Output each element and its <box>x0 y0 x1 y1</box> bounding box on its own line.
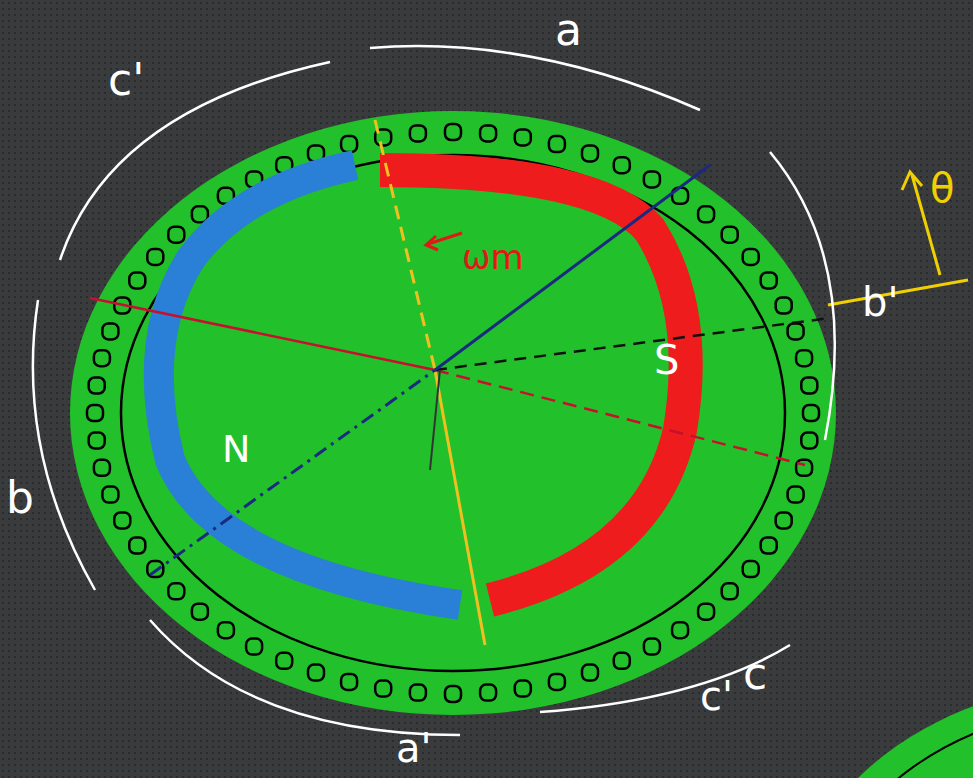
axis <box>430 370 440 470</box>
winding-label: a <box>555 8 582 52</box>
slot <box>776 513 792 529</box>
slot <box>698 604 714 620</box>
slot <box>480 125 496 141</box>
winding-label: θ <box>930 168 954 208</box>
slot <box>776 298 792 314</box>
slot <box>246 639 262 655</box>
stator-slots <box>87 124 819 702</box>
slot <box>480 685 496 701</box>
slot <box>94 350 110 366</box>
air-gap <box>121 155 785 671</box>
slot <box>614 653 630 669</box>
axis <box>90 298 435 370</box>
slot <box>341 136 357 152</box>
brackets <box>33 46 835 735</box>
slot <box>722 227 738 243</box>
slot <box>743 561 759 577</box>
slot <box>743 249 759 265</box>
winding-label: b <box>6 476 34 520</box>
slot <box>445 124 461 140</box>
winding-label: S <box>654 340 679 380</box>
slot <box>168 227 184 243</box>
slot <box>218 622 234 638</box>
slot <box>114 513 130 529</box>
slot <box>168 583 184 599</box>
winding-label: c' <box>700 676 733 716</box>
rotation-arrow <box>426 236 438 250</box>
slot <box>515 129 531 145</box>
second-machine-ring <box>820 705 973 778</box>
slot <box>801 433 817 449</box>
slot <box>803 405 819 421</box>
slot <box>801 378 817 394</box>
slot <box>582 665 598 681</box>
slot <box>410 685 426 701</box>
slot <box>644 171 660 187</box>
slot <box>672 622 688 638</box>
slot <box>549 136 565 152</box>
slot <box>89 378 105 394</box>
slot <box>698 206 714 222</box>
slot <box>308 665 324 681</box>
slot <box>788 487 804 503</box>
slot <box>644 639 660 655</box>
winding-label: c <box>743 652 767 696</box>
axis <box>435 370 485 645</box>
winding-label: c' <box>108 58 144 102</box>
slot <box>129 273 145 289</box>
slot <box>582 145 598 161</box>
winding-label: a' <box>396 728 432 768</box>
slot <box>94 460 110 476</box>
slot <box>192 604 208 620</box>
slot <box>722 583 738 599</box>
slot <box>549 674 565 690</box>
slot <box>796 350 812 366</box>
slot <box>89 433 105 449</box>
slot <box>614 157 630 173</box>
slot <box>515 681 531 697</box>
slot <box>341 674 357 690</box>
slot <box>147 249 163 265</box>
slot <box>761 538 777 554</box>
slot <box>276 653 292 669</box>
slot <box>87 405 103 421</box>
axis <box>435 370 805 465</box>
slot <box>102 323 118 339</box>
slot <box>102 487 118 503</box>
slot <box>788 323 804 339</box>
winding-label: ωm <box>462 240 524 274</box>
stator <box>70 111 836 715</box>
slot <box>410 125 426 141</box>
south-pole <box>380 170 686 600</box>
winding-label: b' <box>862 282 898 322</box>
angle-arrow <box>902 172 922 190</box>
slot <box>375 681 391 697</box>
slot <box>445 686 461 702</box>
winding-label: N <box>222 430 250 468</box>
slot <box>147 561 163 577</box>
second-machine <box>790 680 973 778</box>
slot <box>761 273 777 289</box>
axis <box>150 370 435 575</box>
slot <box>129 538 145 554</box>
